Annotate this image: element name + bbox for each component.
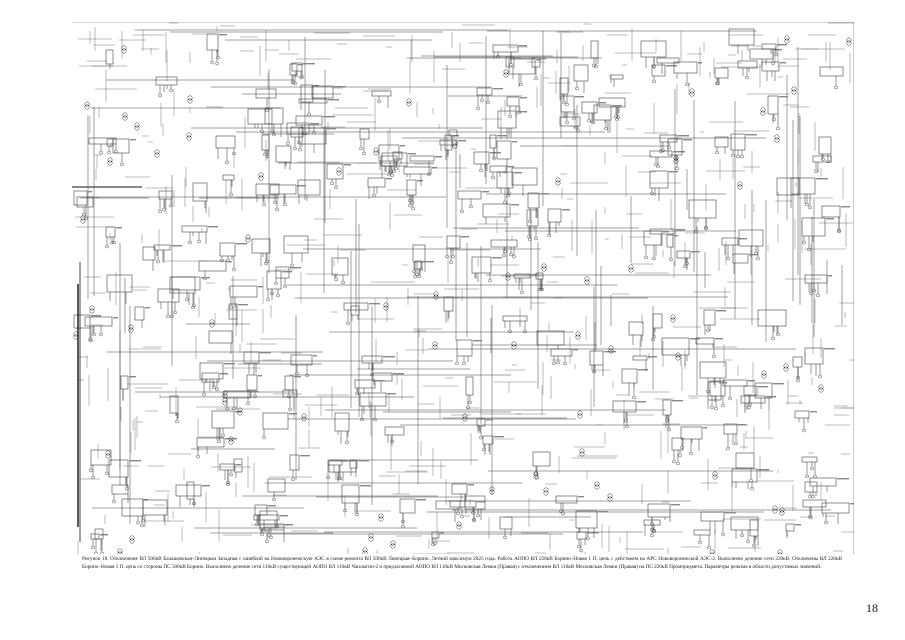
figure-caption: Рисунок 18. Отключение ВЛ 500кВ Балашовс… <box>82 556 842 570</box>
power-grid-schematic <box>72 22 854 554</box>
schematic-drawing <box>72 22 854 554</box>
page-number: 18 <box>866 601 878 615</box>
